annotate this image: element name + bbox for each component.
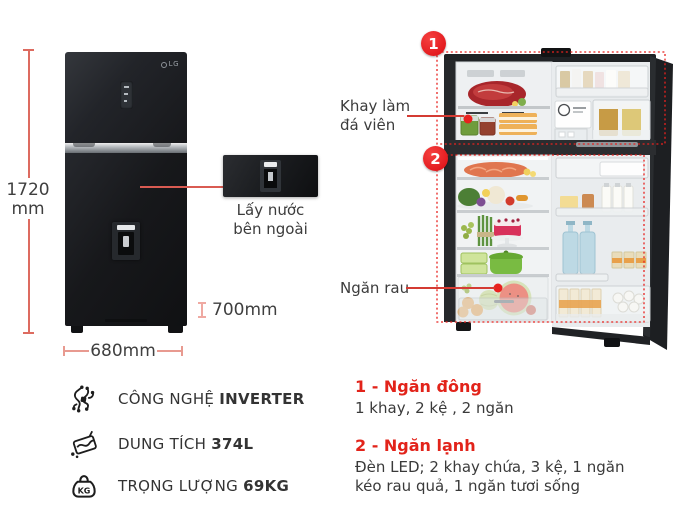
height-value: 1720 bbox=[6, 180, 50, 200]
feature-label: DUNG TÍCH 374L bbox=[118, 435, 254, 453]
zone-badge-fridge: 2 bbox=[423, 146, 448, 171]
height-dim-line-upper bbox=[27, 50, 30, 178]
spec-freezer-title: 1 - Ngăn đông bbox=[355, 377, 482, 396]
lg-logo: LG bbox=[160, 60, 179, 68]
spec-freezer: 1 - Ngăn đông 1 khay, 2 kệ , 2 ngăn bbox=[355, 377, 655, 418]
ice-tray-callout-label: Khay làm đá viên bbox=[340, 97, 411, 134]
dispenser-detail-icon bbox=[260, 160, 281, 192]
dispenser-callout-label: Lấy nước bên ngoài bbox=[233, 201, 308, 238]
feature-row-inverter: CÔNG NGHỆ INVERTER bbox=[68, 383, 305, 415]
veg-drawer-callout-line bbox=[406, 287, 495, 289]
dispenser-callout-line bbox=[140, 186, 223, 188]
dispenser-detail-box bbox=[223, 155, 318, 197]
inverter-icon bbox=[68, 383, 100, 415]
spec-fridge-desc-line1: Đèn LED; 2 khay chứa, 3 kệ, 1 ngăn bbox=[355, 458, 625, 476]
width-dimension: 680mm bbox=[63, 341, 184, 361]
spec-fridge-title: 2 - Ngăn lạnh bbox=[355, 436, 476, 455]
dispenser-tray bbox=[105, 319, 147, 322]
freezer-zone-outline bbox=[436, 51, 666, 145]
feature-row-capacity: DUNG TÍCH 374L bbox=[68, 428, 253, 460]
feature-row-weight: KG TRỌNG LƯỢNG 69KG bbox=[68, 470, 289, 502]
fridge-foot-right bbox=[168, 326, 183, 333]
depth-dimension-label: 700mm bbox=[212, 300, 278, 320]
height-dim-line-lower bbox=[27, 219, 30, 333]
closed-fridge-photo: LG bbox=[65, 52, 187, 333]
svg-text:KG: KG bbox=[78, 486, 91, 495]
weight-icon: KG bbox=[68, 470, 100, 502]
fridge-foot-left bbox=[71, 326, 83, 333]
spec-freezer-desc: 1 khay, 2 kệ , 2 ngăn bbox=[355, 399, 514, 417]
veg-drawer-dot bbox=[493, 283, 503, 293]
ice-tray-dot bbox=[463, 114, 473, 124]
spec-fridge-desc-line2: kéo rau quả, 1 ngăn tươi sống bbox=[355, 477, 581, 495]
fridge-zone-outline bbox=[436, 154, 645, 323]
open-fridge-illustration bbox=[436, 48, 673, 350]
feature-label: TRỌNG LƯỢNG 69KG bbox=[118, 477, 290, 495]
height-dimension-label: 1720 mm bbox=[4, 181, 52, 219]
lg-logo-mark-icon bbox=[160, 61, 167, 68]
height-dim-bottom-cap bbox=[23, 332, 34, 334]
depth-dimension-marker bbox=[197, 302, 207, 318]
water-dispenser bbox=[112, 222, 140, 260]
temperature-display bbox=[120, 81, 133, 109]
lg-logo-text: LG bbox=[168, 60, 179, 68]
spec-fridge: 2 - Ngăn lạnh Đèn LED; 2 khay chứa, 3 kệ… bbox=[355, 436, 655, 496]
height-unit: mm bbox=[11, 199, 45, 219]
width-dimension-label: 680mm bbox=[90, 341, 156, 361]
zone-badge-freezer: 1 bbox=[421, 31, 446, 56]
ice-tray-callout-line bbox=[407, 115, 464, 117]
veg-drawer-callout-label: Ngăn rau bbox=[340, 279, 410, 297]
fridge-door bbox=[65, 153, 187, 326]
door-handle-bar bbox=[65, 143, 187, 153]
freezer-door: LG bbox=[65, 52, 187, 143]
capacity-icon bbox=[68, 428, 100, 460]
feature-label: CÔNG NGHỆ INVERTER bbox=[118, 390, 305, 408]
